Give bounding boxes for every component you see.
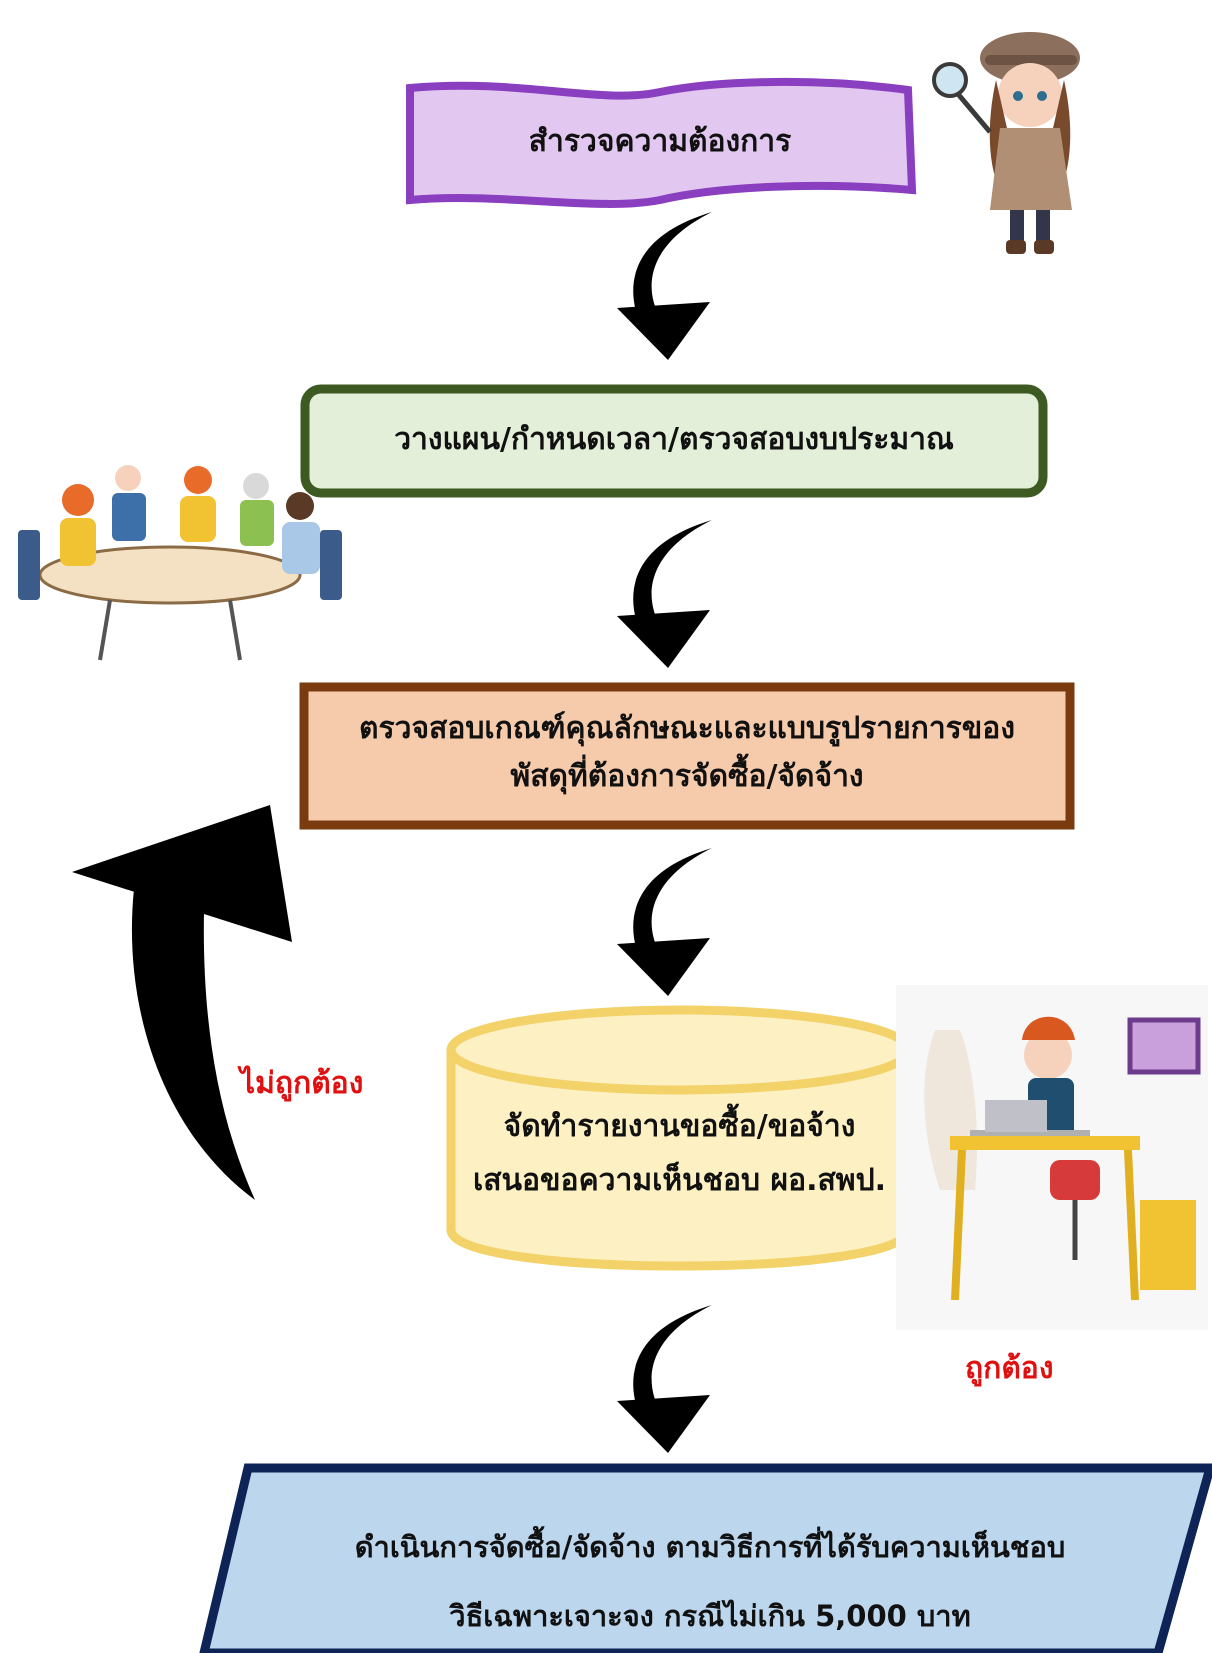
detective-girl-illustration: [932, 32, 1080, 254]
arrow-down-1: [617, 212, 712, 360]
report-text-line-2: เสนอขอความเห็นชอบ ผอ.สพป.: [472, 1163, 887, 1198]
report-text-line-1: จัดทำรายงานขอซื้อ/ขอจ้าง: [503, 1109, 856, 1144]
report-text: จัดทำรายงานขอซื้อ/ขอจ้าง เสนอขอความเห็นช…: [451, 1100, 908, 1208]
arrow-down-3: [617, 848, 712, 996]
execute-text-line-1: ดำเนินการจัดซื้อ/จัดจ้าง ตามวิธีการที่ได…: [354, 1530, 1066, 1564]
arrow-down-4: [617, 1305, 712, 1453]
arrow-down-2: [617, 520, 712, 668]
plan-text: วางแผน/กำหนดเวลา/ตรวจสอบงบประมาณ: [394, 422, 954, 457]
execute-text: ดำเนินการจัดซื้อ/จัดจ้าง ตามวิธีการที่ได…: [230, 1500, 1190, 1636]
report-cylinder: [446, 1005, 914, 1271]
correct-label: ถูกต้อง: [965, 1351, 1054, 1386]
office-worker-illustration: [896, 985, 1208, 1330]
check-box: [299, 682, 1075, 830]
check-text-line-1: ตรวจสอบเกณฑ์คุณลักษณะและแบบรูปรายการของ: [359, 711, 1015, 746]
execute-box: [199, 1463, 1212, 1653]
meeting-table-illustration: [18, 465, 342, 661]
arrow-loop-back: [72, 805, 292, 1200]
check-text-line-2: พัสดุที่ต้องการจัดซื้อ/จัดจ้าง: [510, 759, 864, 794]
plan-box: [300, 384, 1048, 498]
incorrect-label: ไม่ถูกต้อง: [240, 1066, 364, 1101]
survey-box: [406, 77, 917, 208]
survey-text: สำรวจความต้องการ: [528, 124, 792, 159]
check-text: ตรวจสอบเกณฑ์คุณลักษณะและแบบรูปรายการของ …: [304, 705, 1070, 801]
execute-text-line-2: วิธีเฉพาะเจาะจง กรณีไม่เกิน 5,000 บาท: [449, 1598, 971, 1633]
